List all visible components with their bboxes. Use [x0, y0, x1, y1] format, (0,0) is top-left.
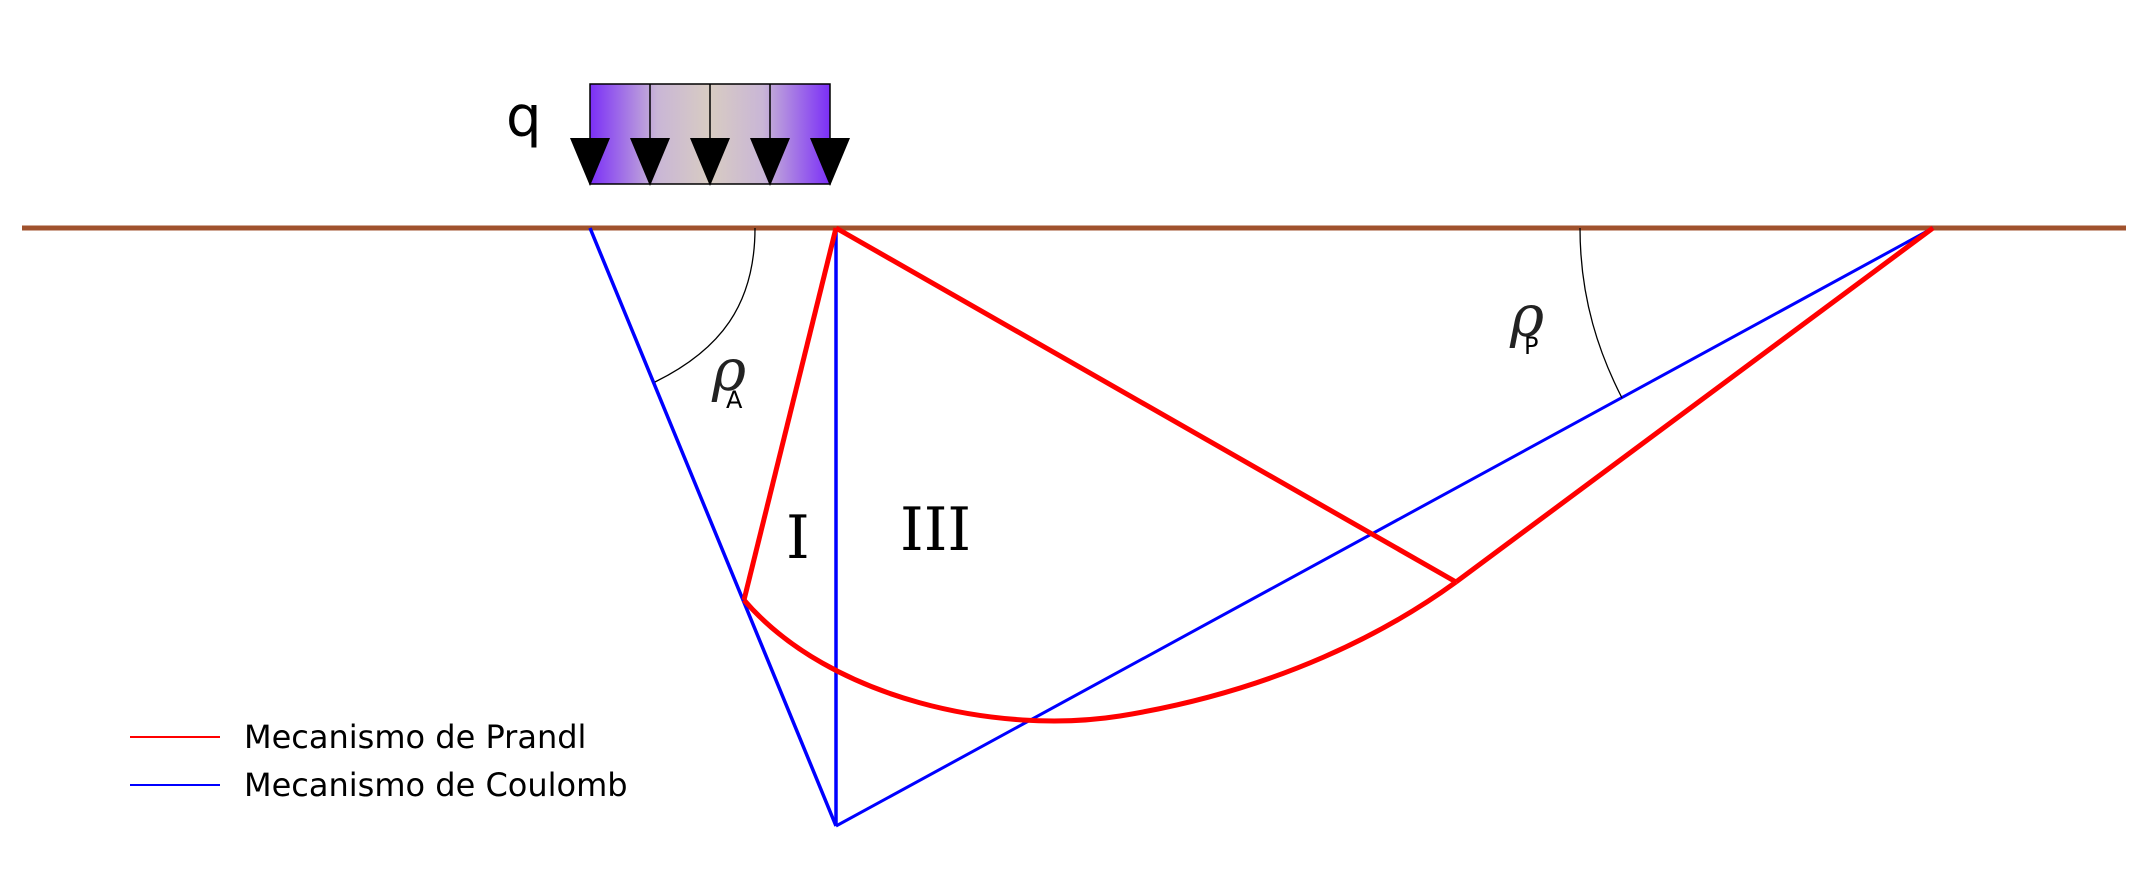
passive-angle-arc: [1579, 227, 1623, 399]
zone-label-1: I: [786, 503, 810, 573]
prandtl-passive-wedge-line: [1454, 225, 1935, 585]
prandtl-log-spiral: [742, 579, 1458, 724]
load-label: q: [506, 85, 542, 150]
load-arrow-icon: [570, 138, 610, 186]
svg-text:ρ: ρ: [1509, 282, 1544, 350]
svg-text:P: P: [1524, 332, 1538, 360]
prandtl-radial-line: [834, 225, 1458, 585]
load-arrow-icon: [630, 138, 670, 186]
active-angle-arc: [654, 227, 756, 383]
svg-text:A: A: [726, 386, 743, 414]
legend-label-coulomb: Mecanismo de Coulomb: [244, 766, 628, 804]
distributed-load: q: [506, 83, 850, 186]
zone-label-3: III: [900, 495, 971, 565]
load-arrow-icon: [750, 138, 790, 186]
prandtl-active-wedge-line: [741, 227, 839, 601]
legend: Mecanismo de Prandl Mecanismo de Coulomb: [130, 718, 628, 804]
coulomb-active-wedge-line: [588, 227, 838, 827]
active-angle-label: ρ A: [711, 336, 746, 414]
legend-label-prandtl: Mecanismo de Prandl: [244, 718, 586, 756]
load-arrow-icon: [810, 138, 850, 186]
prandtl-mechanism: [741, 225, 1935, 724]
coulomb-mechanism: [588, 226, 1934, 828]
passive-angle-label: ρ P: [1509, 282, 1544, 360]
svg-text:ρ: ρ: [711, 336, 746, 404]
load-arrow-icon: [690, 138, 730, 186]
coulomb-passive-wedge-line: [835, 226, 1934, 828]
